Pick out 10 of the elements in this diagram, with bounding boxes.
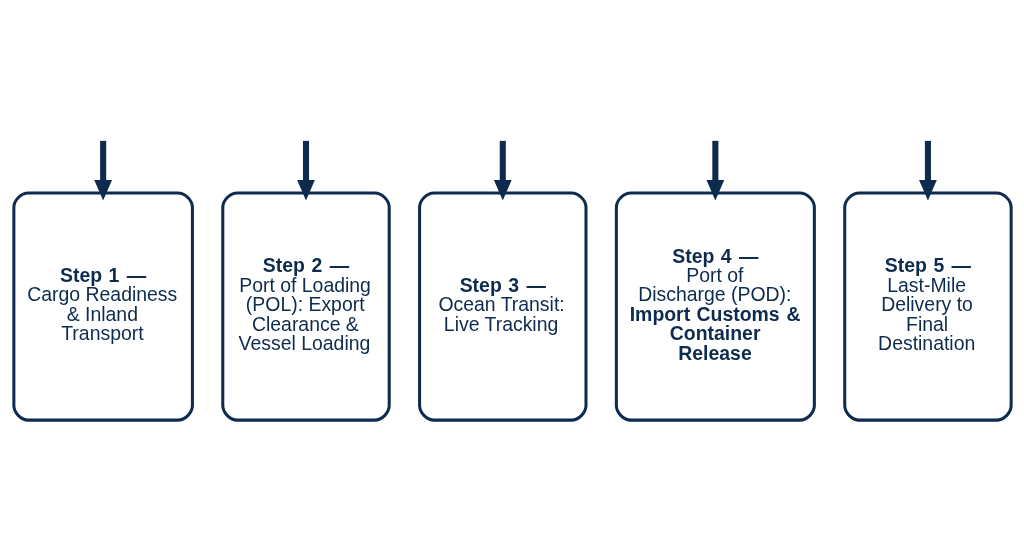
node-box: Step 1 — Cargo Readiness & Inland Transport — [11, 190, 194, 422]
node-box: Step 5 — Last-Mile Delivery to Final Destination — [842, 190, 1013, 422]
arrow — [493, 140, 512, 200]
node-box: Step 3 — Ocean Transit: Live Tracking — [417, 190, 587, 422]
arrow — [705, 140, 724, 200]
arrow — [918, 140, 937, 200]
arrow — [296, 140, 315, 200]
node-box: Step 4 — Port of Discharge (POD): Import Customs & Container Release — [614, 190, 816, 422]
node-box: Step 2 — Port of Loading (POL): Export Clearance & Vessel Loading — [220, 190, 391, 422]
arrow — [93, 140, 112, 200]
